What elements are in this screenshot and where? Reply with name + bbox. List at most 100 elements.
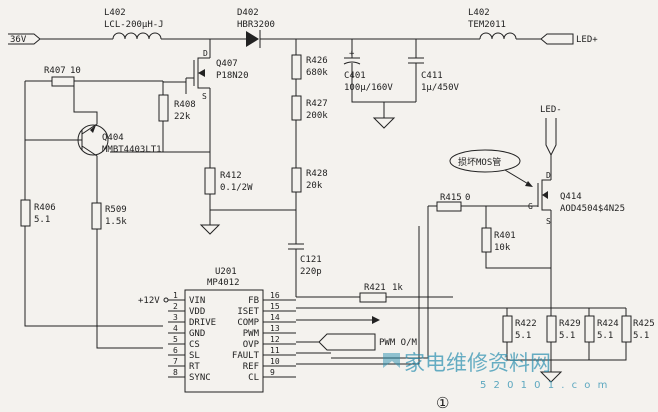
l402b-ref: L402: [468, 8, 490, 18]
resistor-r509: R509 1.5k: [91, 202, 127, 230]
output-connector-led-plus: LED+: [540, 33, 598, 45]
inductor-l402-output: L402 TEM2011: [468, 8, 517, 40]
r407-ref: R407: [44, 66, 66, 76]
r429-value: 5.1: [559, 331, 575, 341]
q407-source-label: S: [202, 92, 207, 101]
v12-terminal: [163, 297, 169, 303]
mosfet-q414: D G S Q414 AOD4504$4N25: [524, 171, 625, 226]
ground-symbol: [539, 371, 563, 383]
r425-ref: R425: [633, 319, 655, 329]
r428-ref: R428: [306, 169, 328, 179]
q407-drain-label: D: [203, 49, 208, 58]
wire: [351, 63, 416, 103]
ic-pin-name: FAULT: [232, 351, 260, 361]
ic-pin-number: 14: [270, 313, 280, 322]
q414-value: AOD4504$4N25: [560, 204, 625, 214]
ic-pin-number: 3: [173, 313, 178, 322]
ground-symbol: [199, 224, 221, 235]
r408-ref: R408: [174, 100, 196, 110]
r406-ref: R406: [34, 203, 56, 213]
output-connector-led-minus: LED-: [540, 105, 562, 157]
d402-ref: D402: [237, 8, 259, 18]
wire: [506, 308, 627, 316]
ic-pin-name: SL: [189, 351, 200, 361]
inductor-l402-input: L402 LCL-200μH-J: [104, 8, 164, 40]
wire: [96, 170, 163, 349]
r415-value: 0: [465, 193, 470, 203]
r408-value: 22k: [174, 112, 191, 122]
c401-plus: +: [349, 49, 355, 59]
resistor-r426: R426 680k: [291, 54, 328, 80]
r424-value: 5.1: [597, 331, 613, 341]
r509-ref: R509: [105, 205, 127, 215]
q407-ref: Q407: [216, 59, 238, 69]
l402b-value: TEM2011: [468, 20, 506, 30]
damaged-mosfet-callout: 损坏MOS管: [449, 149, 533, 187]
d402-value: HBR3200: [237, 20, 275, 30]
mosfet-q407: D S Q407 P18N20: [186, 49, 249, 101]
l402a-ref: L402: [104, 8, 126, 18]
r427-ref: R427: [306, 99, 328, 109]
ic-pin-number: 16: [270, 291, 280, 300]
l402a-value: LCL-200μH-J: [104, 20, 164, 30]
ic-pin-number: 11: [270, 346, 280, 355]
resistor-r425: R425 5.1: [621, 315, 655, 343]
r424-ref: R424: [597, 319, 619, 329]
r421-value: 1k: [392, 283, 403, 293]
ic-pin-name: SYNC: [189, 373, 211, 383]
c401-value: 100μ/160V: [344, 83, 393, 93]
r425-value: 5.1: [633, 331, 649, 341]
ic-pin-number: 1: [173, 291, 178, 300]
ic-pin-name: REF: [243, 362, 259, 372]
r421-ref: R421: [364, 283, 386, 293]
diode-d402: D402 HBR3200: [237, 8, 275, 48]
watermark-text: 家电维修资料网: [404, 351, 551, 375]
c401-ref: C401: [344, 71, 366, 81]
wire: [24, 226, 163, 327]
ic-pin-name: DRIVE: [189, 318, 216, 328]
ic-pin-name: CL: [248, 373, 259, 383]
transistor-q404: Q404 MMBT4403LT1: [25, 81, 162, 170]
wire: [163, 78, 187, 94]
ic-pin-number: 9: [270, 368, 275, 377]
capacitor-c401: + C401 100μ/160V: [343, 49, 393, 93]
c121-value: 220p: [300, 267, 322, 277]
led-minus-label: LED-: [540, 105, 562, 115]
wire: [506, 342, 627, 372]
r406-value: 5.1: [34, 215, 50, 225]
c121-ref: C121: [300, 255, 322, 265]
watermark-logo-icon: [383, 353, 400, 368]
resistor-r415: R415 0: [436, 193, 470, 212]
resistor-r407: R407 10: [44, 66, 81, 87]
wire: [296, 226, 420, 365]
ic-pin-number: 5: [173, 335, 178, 344]
q414-ref: Q414: [560, 192, 582, 202]
r415-ref: R415: [440, 193, 462, 203]
ic-ref: U201: [215, 267, 237, 277]
r412-ref: R412: [220, 171, 242, 181]
input-connector-36v: 36V: [8, 33, 41, 45]
ic-pin-number: 7: [173, 357, 178, 366]
ic-pin-name: VDD: [189, 307, 205, 317]
pwm-input-connector: PWM O/M: [318, 333, 418, 351]
figure-number: ①: [436, 394, 449, 412]
ic-pin-number: 13: [270, 324, 280, 333]
r509-value: 1.5k: [105, 217, 127, 227]
resistor-r424: R424 5.1: [584, 315, 619, 343]
r401-ref: R401: [494, 231, 516, 241]
vin-label: 36V: [10, 35, 27, 45]
r427-value: 200k: [306, 111, 328, 121]
c411-value: 1μ/450V: [421, 83, 460, 93]
ic-u201: U201 MP4012 1VIN2VDD3DRIVE4GND5CS6SL7RT8…: [168, 267, 296, 393]
ic-pin-name: ISET: [237, 307, 259, 317]
q414-drain-label: D: [546, 171, 551, 180]
r412-value: 0.1/2W: [220, 183, 253, 193]
wire: [485, 252, 551, 269]
ic-pin-number: 8: [173, 368, 178, 377]
ic-pin-name: COMP: [237, 318, 259, 328]
ic-pin-number: 12: [270, 335, 280, 344]
resistor-r422: R422 5.1: [502, 315, 537, 343]
pwm-label: PWM O/M: [379, 338, 418, 348]
ic-pin-name: OVP: [243, 340, 260, 350]
watermark-url: 5 2 0 1 0 1 . c o m: [480, 380, 609, 391]
